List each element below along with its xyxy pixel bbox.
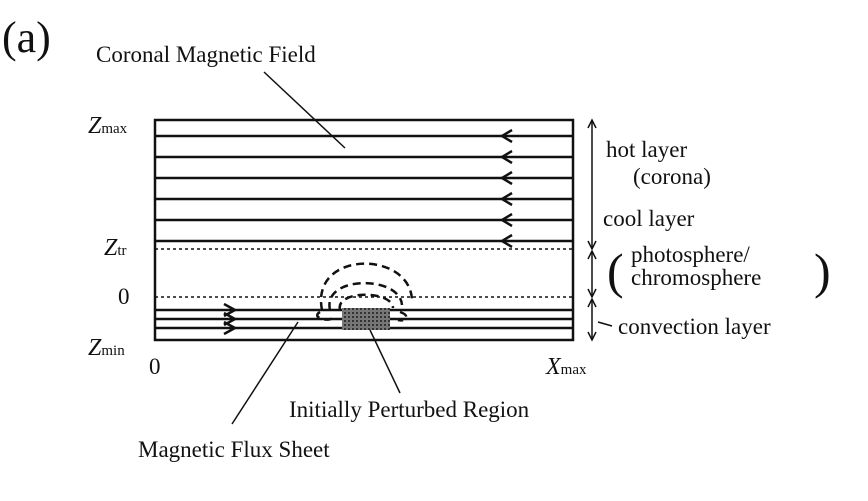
arrowhead-icon [499,170,513,186]
x-zero-label: 0 [149,354,161,379]
convection-layer-label: convection layer [618,314,771,339]
domain-box [153,118,575,342]
perturbed-region [342,308,390,330]
loop-inner [338,293,395,311]
hot-layer-label: hot layer [606,137,687,162]
corona-label: (corona) [633,164,711,189]
arrowhead-icon [223,320,238,336]
photosphere-label: photosphere/ [631,242,750,267]
loop-foot-right [397,310,408,322]
coronal-field-label: Coronal Magnetic Field [96,42,316,67]
convection-pointer [597,321,613,327]
arrowhead-icon [587,249,597,260]
arrowhead-icon [499,128,513,144]
arrowhead-icon [499,212,513,228]
pointer-flux-sheet [231,321,299,425]
arrowhead-icon [587,331,597,342]
flux-arrowheads [223,302,238,336]
z-tr-label: Ztr [104,235,127,261]
arrowhead-icon [499,191,513,207]
z-min-label: Zmin [88,335,125,361]
z-zero-label: 0 [118,284,130,309]
perturbed-region-label: Initially Perturbed Region [289,397,530,422]
cool-layer-label: cool layer [603,206,695,231]
x-max-label: Xmax [545,354,587,380]
loop-outer [319,262,414,311]
paren-open: ( [607,243,624,299]
arrowhead-icon [587,118,597,129]
loop-foot-left [316,310,334,321]
arrowhead-icon [587,240,597,251]
arrowhead-icon [587,297,597,308]
panel-label: (a) [2,13,51,62]
chromosphere-label: chromosphere [631,265,761,290]
flux-sheet-label: Magnetic Flux Sheet [138,437,330,462]
arrowhead-icon [499,233,513,249]
z-max-label: Zmax [88,113,128,139]
coronal-arrowheads [499,128,513,249]
arrowhead-icon [587,288,597,299]
layer-bars [587,118,613,342]
pointer-coronal-field [263,71,346,149]
paren-close: ) [814,243,831,299]
pointer-perturbed-region [369,329,401,394]
arrowhead-icon [499,149,513,165]
emerging-loops [316,262,414,322]
